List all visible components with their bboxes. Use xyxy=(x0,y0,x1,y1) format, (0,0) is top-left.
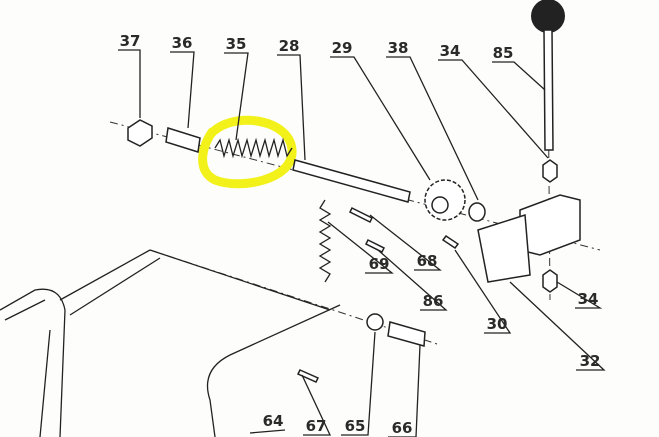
label-36: 36 xyxy=(172,34,193,52)
label-32: 32 xyxy=(580,352,601,370)
gear-hub xyxy=(431,196,449,214)
nut-34-top xyxy=(542,159,558,183)
pin-30 xyxy=(441,234,460,250)
pin-67 xyxy=(296,369,320,383)
label-66: 66 xyxy=(392,419,413,437)
pin-68 xyxy=(348,206,374,224)
nut-34-bottom xyxy=(542,269,558,293)
selector-block xyxy=(519,194,581,256)
label-67: 67 xyxy=(306,417,327,435)
label-38: 38 xyxy=(388,39,409,57)
highlight-mark xyxy=(198,115,297,189)
shaft-28 xyxy=(292,159,411,203)
fork-36 xyxy=(165,127,201,153)
label-69: 69 xyxy=(369,255,390,273)
label-85: 85 xyxy=(493,44,514,62)
label-64: 64 xyxy=(263,412,284,430)
label-34-top: 34 xyxy=(440,42,461,60)
callouts: 37 36 35 28 29 38 34 85 69 68 86 30 34 3… xyxy=(118,32,606,437)
plate-32 xyxy=(477,213,531,283)
label-28: 28 xyxy=(279,37,300,55)
label-37: 37 xyxy=(120,32,141,50)
label-29: 29 xyxy=(332,39,353,57)
label-86: 86 xyxy=(423,292,444,310)
bolt-66 xyxy=(387,321,426,347)
knob xyxy=(531,0,565,33)
frame xyxy=(0,249,341,437)
spring-69 xyxy=(318,199,332,283)
rod-85 xyxy=(543,29,554,151)
spring-35 xyxy=(214,137,293,159)
label-35: 35 xyxy=(226,35,247,53)
label-30: 30 xyxy=(487,315,508,333)
label-68: 68 xyxy=(417,252,438,270)
nut-37 xyxy=(127,119,153,147)
pin-86 xyxy=(364,238,386,254)
label-34-bottom: 34 xyxy=(578,290,599,308)
washer-65 xyxy=(366,313,384,331)
bushing-38 xyxy=(468,202,486,222)
label-65: 65 xyxy=(345,417,366,435)
